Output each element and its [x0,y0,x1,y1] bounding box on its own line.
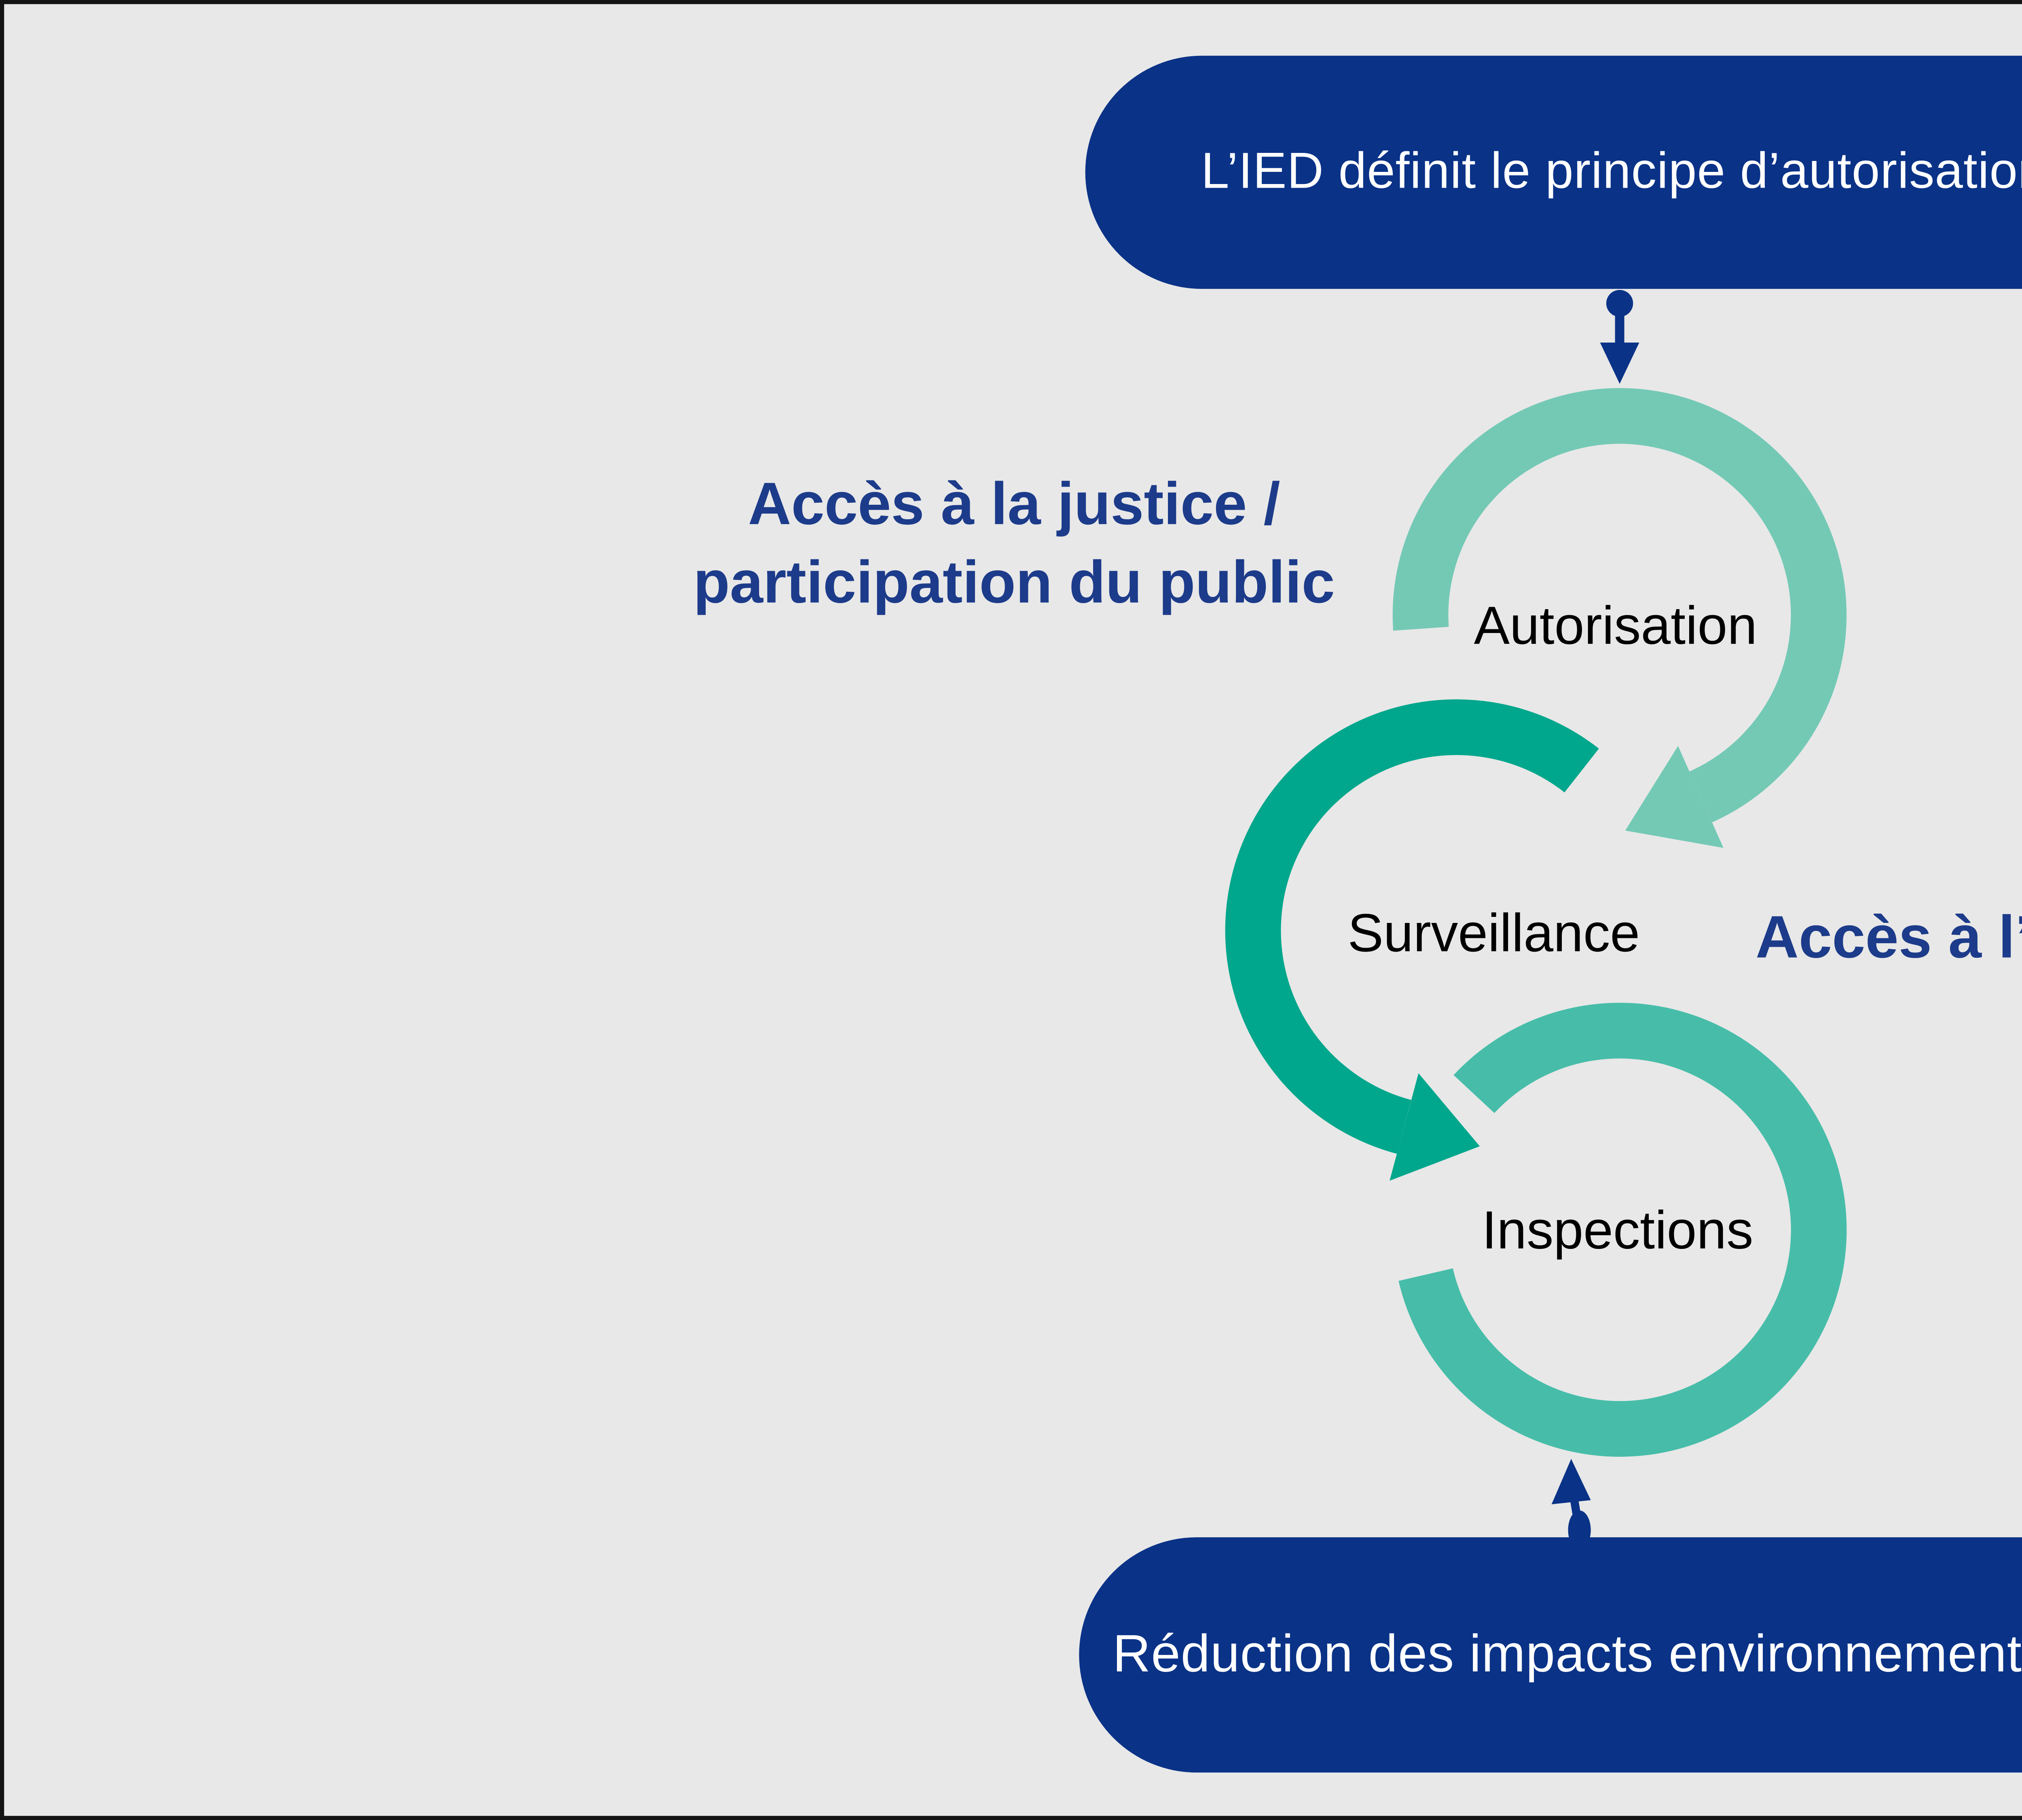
justice-label-line1: Accès à la justice / [748,472,1280,539]
autorisation-arrowhead-icon [1625,746,1724,848]
ied-principle-text: L’IED définit le principe d’autorisation [1201,143,2022,199]
ring-label-surveillance: Surveillance [1347,902,1640,964]
autorisation-cycle-arrow [1392,388,1847,848]
ring-label-autorisation: Autorisation [1474,594,1758,656]
down-arrowhead-icon [1600,342,1639,384]
inspections-cycle-arrow [1398,1003,1847,1457]
surveillance-cycle-arrow [1225,699,1599,1181]
impact-reduction-box: Réduction des impacts environnementaux [1079,1537,2022,1773]
surveillance-arrowhead-icon [1390,1073,1480,1181]
connector-dot-icon [1606,290,1633,317]
surveillance-arc [1225,699,1599,1154]
ied-principle-box: L’IED définit le principe d’autorisation [1085,55,2022,289]
ring-label-inspections: Inspections [1482,1199,1753,1261]
autorisation-arc [1392,388,1847,823]
justice-participation-label: Accès à la justice / participation du pu… [607,466,1421,623]
information-access-label: Accès à l’information [1713,908,2022,970]
impact-reduction-text: Réduction des impacts environnementaux [1113,1625,2022,1683]
justice-label-line2: participation du public [693,551,1335,617]
inspections-arc [1398,1003,1847,1457]
information-label-text: Accès à l’information [1756,906,2022,972]
down-arrow-connector [1600,290,1639,384]
up-arrowhead-icon [1551,1459,1591,1505]
up-arrow-connector [1551,1459,1591,1550]
